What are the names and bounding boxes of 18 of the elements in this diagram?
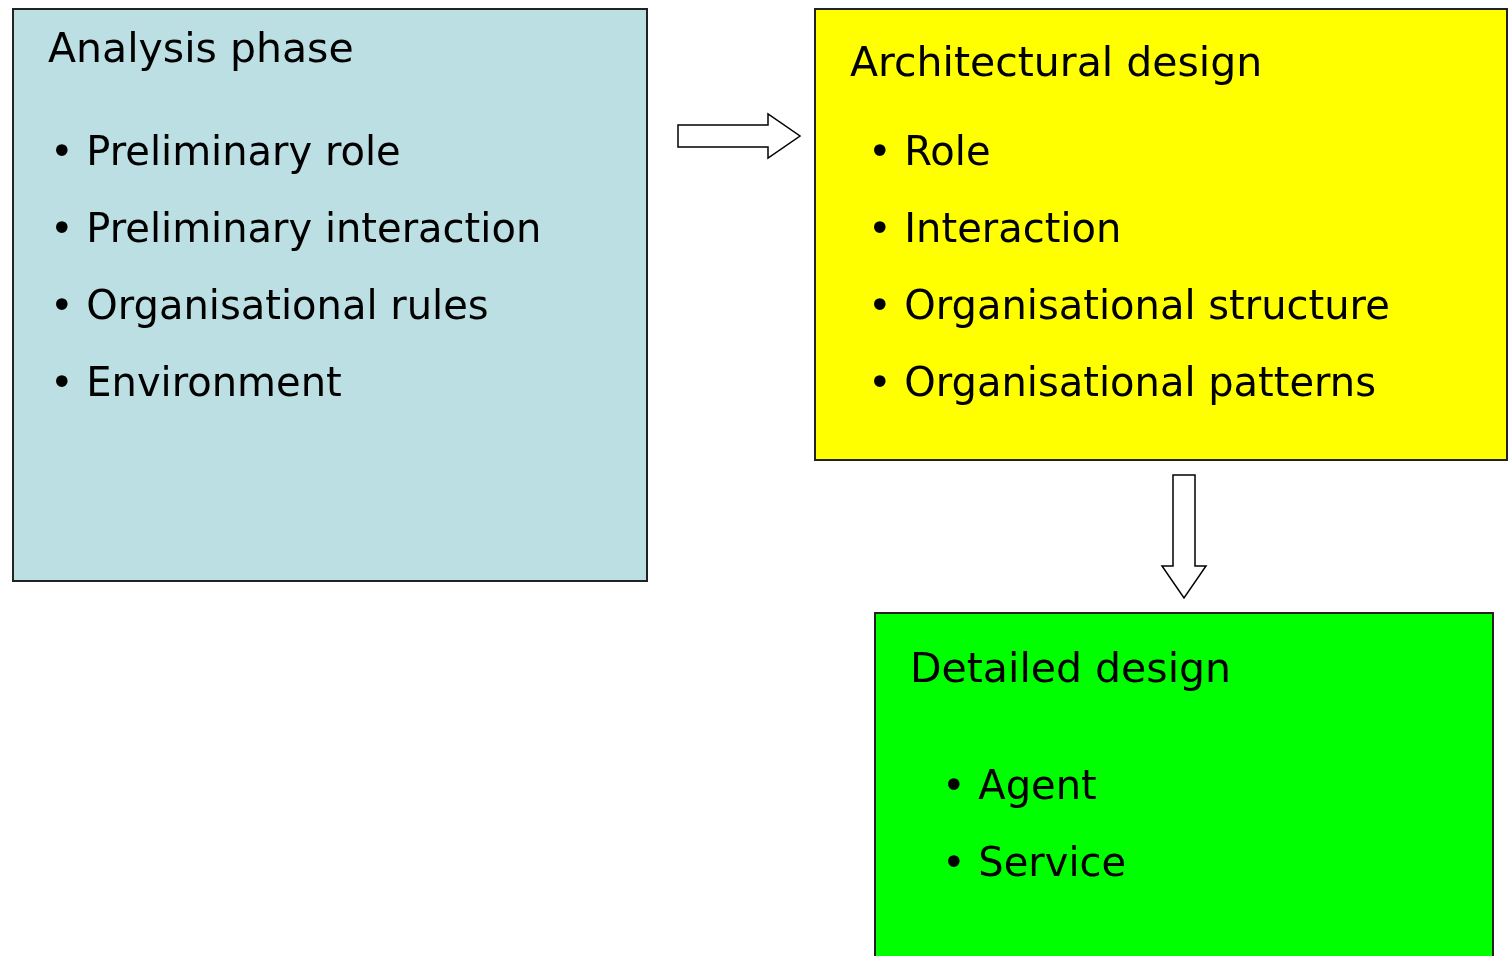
block-arrow (677, 112, 802, 160)
block-arrow (1160, 474, 1208, 600)
bullet-item: • Service (942, 839, 1127, 887)
bullet-item: • Interaction (868, 205, 1123, 253)
bullet-item: • Organisational structure (868, 282, 1390, 330)
phase-box (814, 8, 1508, 461)
bullet-item: • Environment (50, 359, 343, 407)
box-heading: Analysis phase (48, 24, 354, 72)
phase-box (874, 612, 1494, 956)
box-heading: Architectural design (850, 38, 1263, 86)
bullet-item: • Agent (942, 762, 1098, 810)
box-heading: Detailed design (910, 644, 1232, 692)
bullet-item: • Role (868, 128, 992, 176)
bullet-item: • Preliminary interaction (50, 205, 542, 253)
phase-box (12, 8, 648, 582)
bullet-item: • Preliminary role (50, 128, 402, 176)
bullet-item: • Organisational patterns (868, 359, 1378, 407)
bullet-item: • Organisational rules (50, 282, 490, 330)
